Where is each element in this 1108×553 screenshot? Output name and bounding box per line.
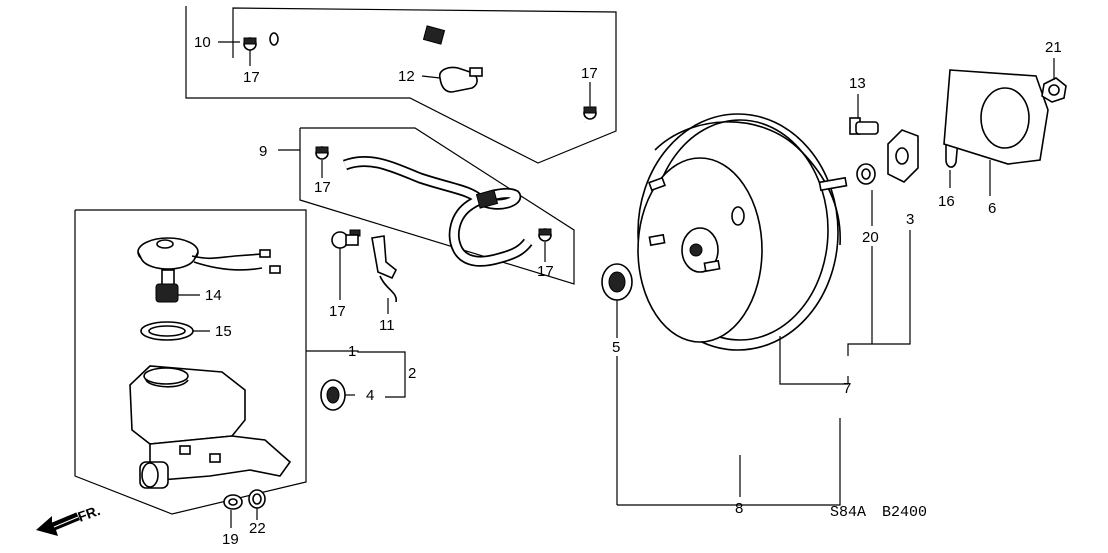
- callout-12: 12: [398, 68, 415, 85]
- callout-8: 8: [735, 500, 743, 517]
- hose-bracket-11: [371, 235, 398, 303]
- front-direction-arrow: FR.: [36, 502, 102, 536]
- gasket-6: [943, 69, 1049, 165]
- hose-clamp-12: [438, 66, 483, 93]
- callout-11: 11: [379, 317, 395, 334]
- brake-booster-8: [637, 113, 848, 351]
- hose-clip-17-b: [583, 106, 597, 120]
- callout-16: 16: [938, 193, 955, 210]
- nut-19: [223, 494, 243, 510]
- callout-4: 4: [366, 387, 374, 404]
- booster-seal-5: [601, 263, 633, 301]
- nut-20: [856, 163, 876, 185]
- joint-3: [887, 129, 919, 183]
- callout-17-e: 17: [329, 303, 346, 320]
- callout-7: 7: [843, 380, 851, 397]
- callout-17-a: 17: [243, 69, 260, 86]
- callout-1: 1: [348, 343, 356, 360]
- hose-group-outline-middle: [299, 127, 575, 285]
- reservoir-seal-15: [140, 321, 194, 341]
- hose-clip-17-d: [538, 228, 552, 242]
- callout-3: 3: [906, 211, 914, 228]
- front-label: FR.: [76, 502, 103, 525]
- hose-clip-17-a: [243, 37, 257, 51]
- diagram-reference: S84A B2400: [830, 504, 927, 521]
- master-cylinder-1: [129, 365, 292, 489]
- callout-2: 2: [408, 365, 416, 382]
- callout-14: 14: [205, 287, 222, 304]
- hose-clip-17-c: [315, 146, 329, 160]
- callout-21: 21: [1045, 39, 1062, 56]
- callout-22: 22: [249, 520, 266, 537]
- nut-21: [1041, 77, 1067, 103]
- leader-lines: [178, 41, 1055, 528]
- callout-5: 5: [612, 339, 620, 356]
- vacuum-hose-middle: [342, 156, 533, 267]
- callout-13: 13: [849, 75, 866, 92]
- callout-19: 19: [222, 531, 239, 548]
- seal-4: [320, 379, 346, 411]
- callout-15: 15: [215, 323, 232, 340]
- callout-17-b: 17: [581, 65, 598, 82]
- bolt-18: [331, 229, 361, 249]
- callout-10: 10: [194, 34, 211, 51]
- callout-labels: 1 2 3 4 5 6 7 8 9 10 11 12 13 14 15 16 1…: [194, 34, 1062, 548]
- diagram-code: S84A: [830, 504, 866, 521]
- washer-22: [248, 489, 266, 509]
- callout-9: 9: [259, 143, 267, 160]
- hose-group-outline-upper: [185, 6, 617, 164]
- bolt-13: [849, 117, 879, 135]
- figure-code: B2400: [882, 504, 927, 521]
- reservoir-cap-14: [137, 237, 281, 303]
- vacuum-hose-upper: [269, 21, 587, 138]
- callout-6: 6: [988, 200, 996, 217]
- callout-17-d: 17: [537, 263, 554, 280]
- callout-20: 20: [862, 229, 879, 246]
- callout-17-c: 17: [314, 179, 331, 196]
